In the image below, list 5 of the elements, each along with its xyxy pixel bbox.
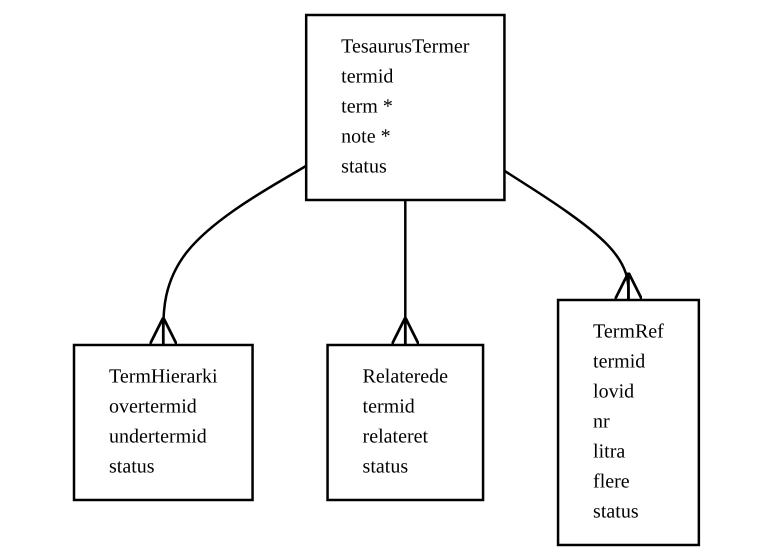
- node-box: TesaurusTermer termid term * note * status: [304, 14, 506, 202]
- relationship-line: [390, 200, 420, 346]
- node-box: TermHierarki overtermid undertermid status: [72, 344, 254, 502]
- node-box: Relaterede termid relateret status: [326, 344, 484, 502]
- node-box: TermRef termid lovid nr litra flere status: [556, 298, 700, 546]
